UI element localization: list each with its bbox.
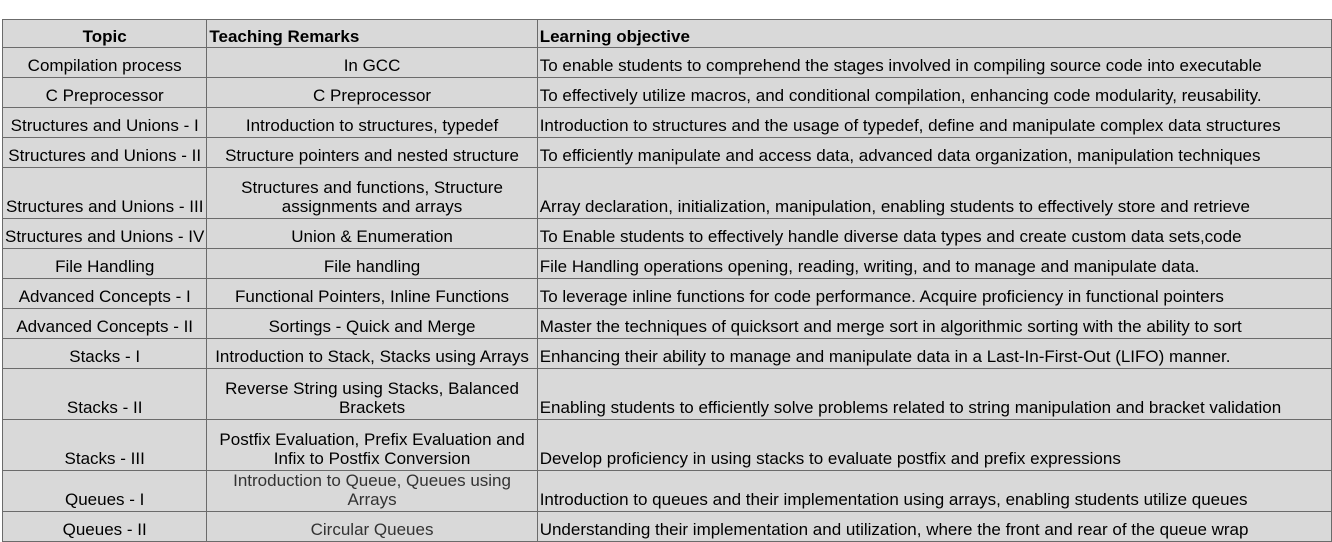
- topic-cell[interactable]: Advanced Concepts - I: [1, 278, 208, 309]
- topic-cell[interactable]: Queues - I: [1, 470, 208, 512]
- objective-cell[interactable]: Master the techniques of quicksort and m…: [536, 308, 1332, 339]
- objective-cell[interactable]: Array declaration, initialization, manip…: [536, 167, 1332, 219]
- remarks-cell[interactable]: Circular Queues: [206, 511, 538, 542]
- topic-cell[interactable]: C Preprocessor: [1, 77, 208, 108]
- table-row: File Handling File handling File Handlin…: [1, 248, 1332, 279]
- remarks-cell[interactable]: File handling: [206, 248, 538, 279]
- header-teaching-remarks[interactable]: Teaching Remarks: [206, 19, 538, 48]
- topic-cell[interactable]: File Handling: [1, 248, 208, 279]
- table-row: Advanced Concepts - I Functional Pointer…: [1, 278, 1332, 309]
- topic-cell[interactable]: Structures and Unions - IV: [1, 218, 208, 249]
- objective-cell[interactable]: Enhancing their ability to manage and ma…: [536, 338, 1332, 369]
- objective-cell[interactable]: Develop proficiency in using stacks to e…: [536, 419, 1332, 471]
- topic-cell[interactable]: Structures and Unions - III: [1, 167, 208, 219]
- header-topic[interactable]: Topic: [1, 19, 208, 48]
- objective-cell[interactable]: Understanding their implementation and u…: [536, 511, 1332, 542]
- table-row: Structures and Unions - III Structures a…: [1, 167, 1332, 219]
- topic-cell[interactable]: Stacks - III: [1, 419, 208, 471]
- remarks-cell[interactable]: Postfix Evaluation, Prefix Evaluation an…: [206, 419, 538, 471]
- remarks-cell[interactable]: Structure pointers and nested structure: [206, 137, 538, 168]
- remarks-cell[interactable]: Introduction to Queue, Queues using Arra…: [206, 470, 538, 512]
- remarks-cell[interactable]: Sortings - Quick and Merge: [206, 308, 538, 339]
- objective-cell[interactable]: To efficiently manipulate and access dat…: [536, 137, 1332, 168]
- table-row: Queues - I Introduction to Queue, Queues…: [1, 470, 1332, 512]
- topic-cell[interactable]: Queues - II: [1, 511, 208, 542]
- objective-cell[interactable]: Enabling students to efficiently solve p…: [536, 368, 1332, 420]
- header-row: Topic Teaching Remarks Learning objectiv…: [1, 19, 1332, 48]
- remarks-cell[interactable]: Structures and functions, Structure assi…: [206, 167, 538, 219]
- remarks-cell[interactable]: Union & Enumeration: [206, 218, 538, 249]
- table-row: Stacks - III Postfix Evaluation, Prefix …: [1, 419, 1332, 471]
- topic-cell[interactable]: Stacks - I: [1, 338, 208, 369]
- table-row: Queues - II Circular Queues Understandin…: [1, 511, 1332, 542]
- syllabus-table: Topic Teaching Remarks Learning objectiv…: [1, 19, 1332, 542]
- topic-cell[interactable]: Compilation process: [1, 47, 208, 78]
- objective-cell[interactable]: To Enable students to effectively handle…: [536, 218, 1332, 249]
- objective-cell[interactable]: Introduction to structures and the usage…: [536, 107, 1332, 138]
- remarks-cell[interactable]: Reverse String using Stacks, Balanced Br…: [206, 368, 538, 420]
- table-row: C Preprocessor C Preprocessor To effecti…: [1, 77, 1332, 108]
- remarks-cell[interactable]: In GCC: [206, 47, 538, 78]
- objective-cell[interactable]: File Handling operations opening, readin…: [536, 248, 1332, 279]
- table-row: Compilation process In GCC To enable stu…: [1, 47, 1332, 78]
- table-row: Structures and Unions - IV Union & Enume…: [1, 218, 1332, 249]
- remarks-cell[interactable]: Introduction to structures, typedef: [206, 107, 538, 138]
- objective-cell[interactable]: To leverage inline functions for code pe…: [536, 278, 1332, 309]
- table-row: Advanced Concepts - II Sortings - Quick …: [1, 308, 1332, 339]
- remarks-cell[interactable]: C Preprocessor: [206, 77, 538, 108]
- table-row: Structures and Unions - II Structure poi…: [1, 137, 1332, 168]
- header-learning-objective[interactable]: Learning objective: [536, 19, 1332, 48]
- topic-cell[interactable]: Advanced Concepts - II: [1, 308, 208, 339]
- objective-cell[interactable]: To enable students to comprehend the sta…: [536, 47, 1332, 78]
- table-row: Structures and Unions - I Introduction t…: [1, 107, 1332, 138]
- table-row: Stacks - I Introduction to Stack, Stacks…: [1, 338, 1332, 369]
- objective-cell[interactable]: Introduction to queues and their impleme…: [536, 470, 1332, 512]
- remarks-cell[interactable]: Introduction to Stack, Stacks using Arra…: [206, 338, 538, 369]
- topic-cell[interactable]: Structures and Unions - I: [1, 107, 208, 138]
- table-row: Stacks - II Reverse String using Stacks,…: [1, 368, 1332, 420]
- topic-cell[interactable]: Structures and Unions - II: [1, 137, 208, 168]
- remarks-cell[interactable]: Functional Pointers, Inline Functions: [206, 278, 538, 309]
- topic-cell[interactable]: Stacks - II: [1, 368, 208, 420]
- objective-cell[interactable]: To effectively utilize macros, and condi…: [536, 77, 1332, 108]
